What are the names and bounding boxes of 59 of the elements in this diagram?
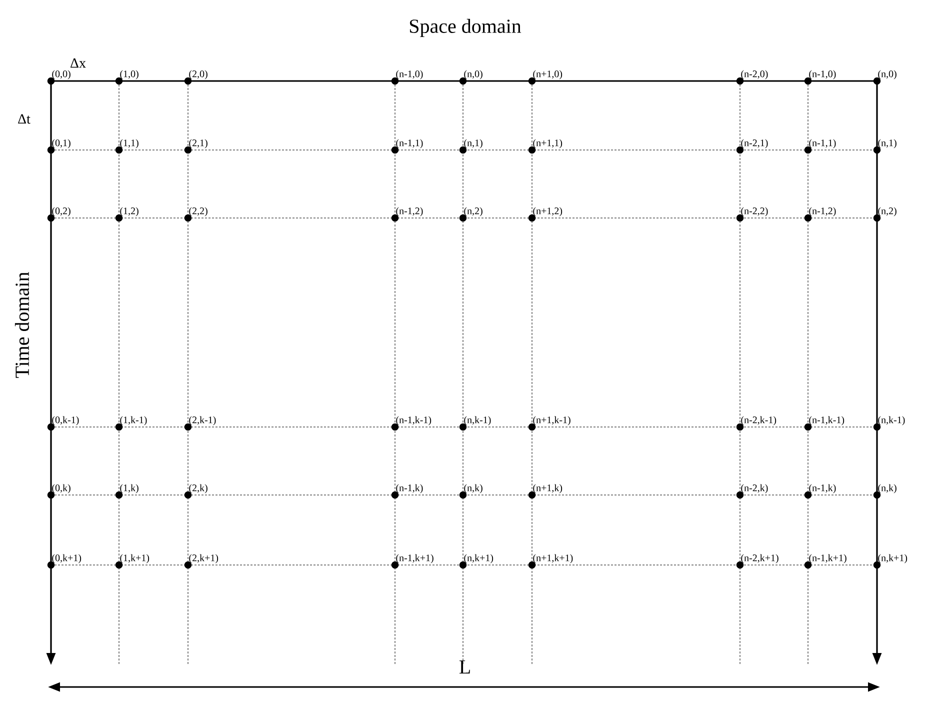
point-label: (1,k-1) <box>120 416 147 426</box>
point-label: (2,0) <box>189 70 208 80</box>
point-label: (n-1,k-1) <box>809 416 844 426</box>
point-label: (n,k-1) <box>878 416 905 426</box>
point-label: (n-1,2) <box>396 207 423 216</box>
point-label: (0,k-1) <box>52 416 79 426</box>
point-label: (n-1,2) <box>809 207 836 216</box>
point-label: (n-1,1) <box>396 139 423 148</box>
point-label: (0,0) <box>52 70 70 80</box>
point-label: (n-2,1) <box>741 139 768 148</box>
point-label: (n+1,k) <box>533 484 562 494</box>
point-label: (n-1,1) <box>809 139 836 148</box>
point-label: (2,k-1) <box>189 416 216 426</box>
point-label: (n,2) <box>878 207 896 216</box>
point-label: (1,k) <box>120 484 138 494</box>
point-label: (2,1) <box>189 139 208 148</box>
point-label: (n-1,k-1) <box>396 416 432 426</box>
point-label: (1,k+1) <box>120 554 150 564</box>
point-label: (n-1,k) <box>809 484 836 494</box>
point-label: (0,k) <box>52 484 70 494</box>
point-label: (n,2) <box>464 207 482 216</box>
step-label: Δx <box>70 58 86 68</box>
point-label: (n+1,2) <box>533 207 562 216</box>
point-label: (n+1,0) <box>533 70 562 80</box>
point-label: (n-1,0) <box>809 70 836 80</box>
point-label: (n-2,k-1) <box>741 416 776 426</box>
point-label: (1,0) <box>120 70 138 80</box>
point-label: (2,k) <box>189 484 208 494</box>
point-label: (n,1) <box>464 139 482 148</box>
point-label: (n+1,k+1) <box>533 554 573 564</box>
point-label: (n-1,0) <box>396 70 423 80</box>
point-label: (1,1) <box>120 139 138 148</box>
point-label: (0,k+1) <box>52 554 82 564</box>
point-label: (n+1,k-1) <box>533 416 570 426</box>
point-label: (2,2) <box>189 207 208 216</box>
point-label: (n+1,1) <box>533 139 562 148</box>
axis-title: Time domain <box>14 272 30 378</box>
dimension-label: L <box>459 660 470 674</box>
point-label: (n,k+1) <box>878 554 908 564</box>
point-label: (n-2,0) <box>741 70 768 80</box>
point-label: (0,2) <box>52 207 70 216</box>
point-label: (n-2,k+1) <box>741 554 778 564</box>
point-label: (n,k-1) <box>464 416 491 426</box>
point-label: (n-1,k+1) <box>809 554 846 564</box>
point-label: (1,2) <box>120 207 138 216</box>
point-label: (n-1,k+1) <box>396 554 434 564</box>
point-label: (n,k+1) <box>464 554 494 564</box>
point-label: (n,0) <box>464 70 482 80</box>
point-label: (n,0) <box>878 70 896 80</box>
point-label: (n-1,k) <box>396 484 423 494</box>
point-label: (n-2,k) <box>741 484 768 494</box>
point-label: (n,k) <box>878 484 896 494</box>
step-label: Δt <box>18 114 30 124</box>
point-label: (n,k) <box>464 484 482 494</box>
point-label: (n,1) <box>878 139 896 148</box>
point-label: (2,k+1) <box>189 554 218 564</box>
point-label: (0,1) <box>52 139 70 148</box>
axis-title: Space domain <box>410 18 522 38</box>
point-label: (n-2,2) <box>741 207 768 216</box>
